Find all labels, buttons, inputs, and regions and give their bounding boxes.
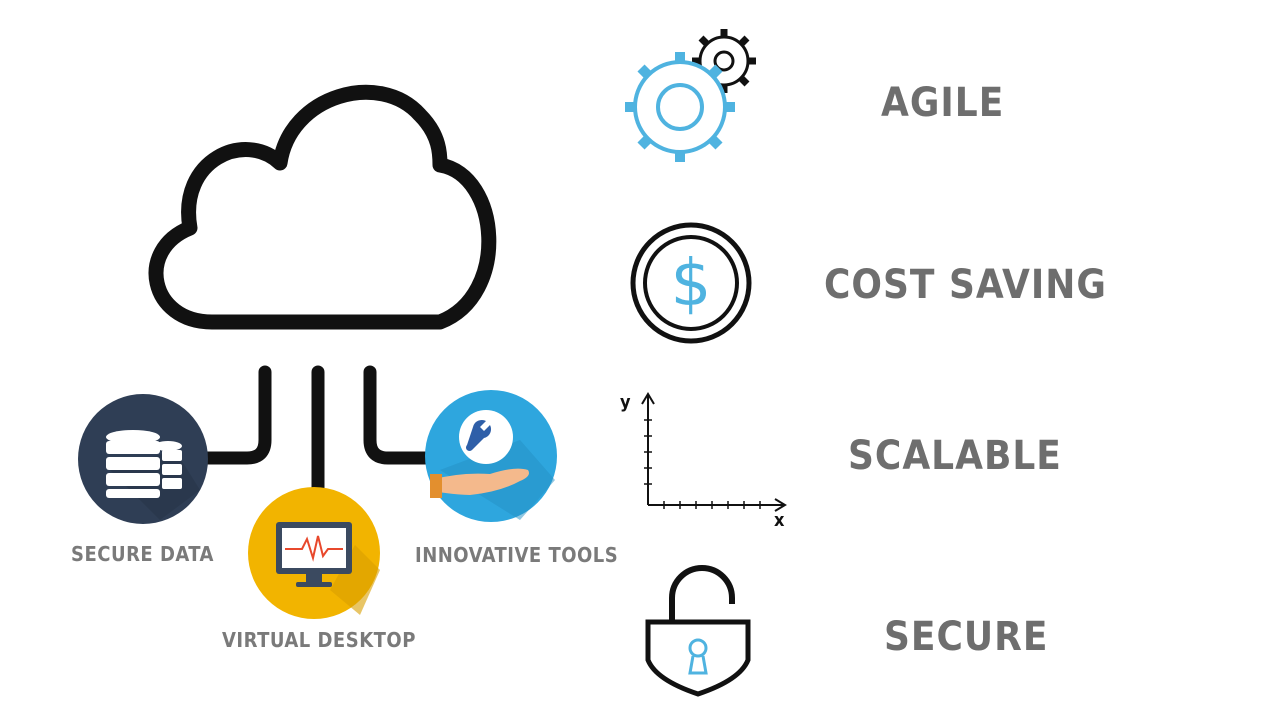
x-axis-letter: x bbox=[774, 510, 785, 531]
xy-axes-icon bbox=[641, 392, 787, 512]
scalable-label: SCALABLE bbox=[848, 433, 1062, 479]
y-axis-letter: y bbox=[620, 392, 631, 413]
virtual-desktop-label: VIRTUAL DESKTOP bbox=[222, 628, 416, 652]
agile-label: AGILE bbox=[881, 80, 1005, 126]
cloud-connectors bbox=[198, 365, 439, 502]
cloud-icon bbox=[148, 84, 497, 330]
dollar-coin-icon: $ bbox=[630, 222, 752, 344]
wrench-hand-icon bbox=[425, 390, 557, 522]
gears-icon bbox=[625, 29, 756, 162]
secure-data-label: SECURE DATA bbox=[71, 542, 214, 566]
secure-label: SECURE bbox=[884, 614, 1049, 660]
svg-text:$: $ bbox=[671, 247, 712, 321]
cost-saving-label: COST SAVING bbox=[824, 262, 1107, 308]
padlock-icon bbox=[645, 565, 751, 697]
database-icon bbox=[78, 394, 208, 524]
monitor-icon bbox=[248, 487, 380, 619]
innovative-tools-label: INNOVATIVE TOOLS bbox=[415, 543, 619, 567]
